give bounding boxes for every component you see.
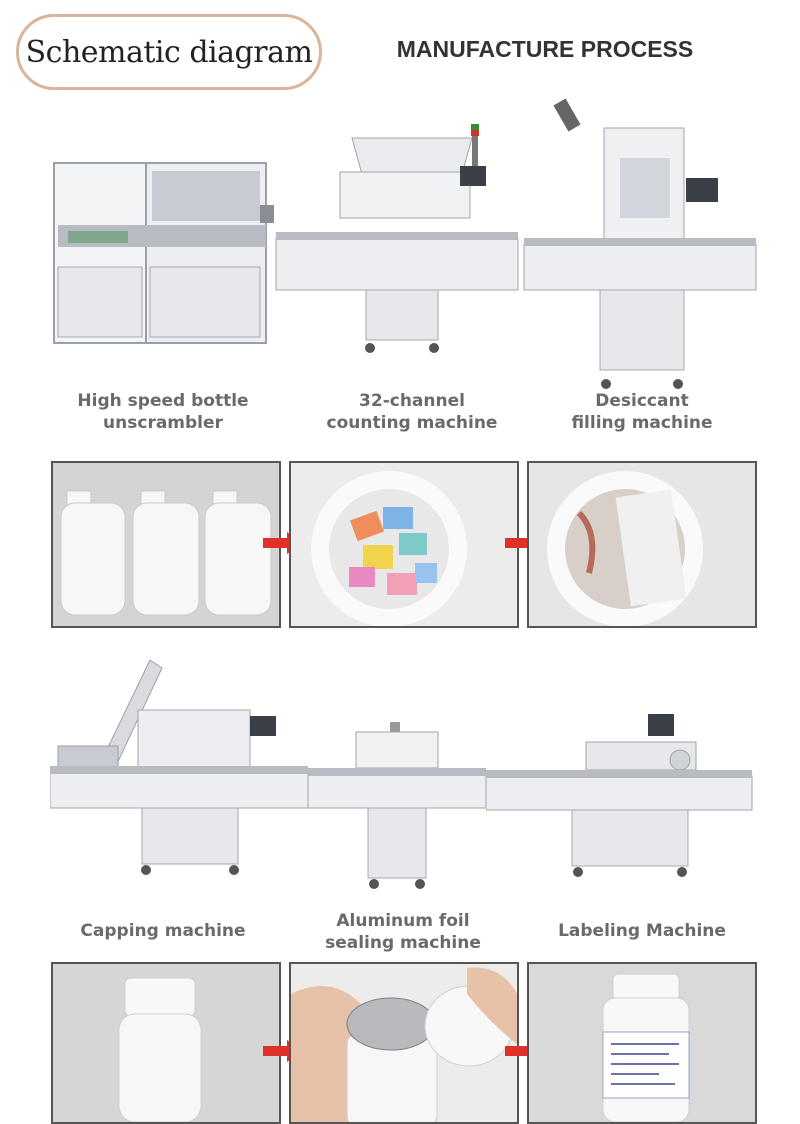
- label-foil-sealing: Aluminum foil sealing machine: [293, 910, 513, 954]
- label-labeling-machine: Labeling Machine: [532, 920, 752, 942]
- label-capping-machine: Capping machine: [53, 920, 273, 942]
- capped-bottle-photo: [51, 962, 281, 1124]
- labeled-bottle-photo: [527, 962, 757, 1124]
- label-counting-machine: 32-channel counting machine: [302, 390, 522, 434]
- page-title: MANUFACTURE PROCESS: [396, 36, 694, 62]
- bottle-with-desiccant-photo: [527, 461, 757, 628]
- diagram-badge: Schematic diagram: [16, 14, 322, 90]
- empty-bottles-photo: [51, 461, 281, 628]
- label-bottle-unscrambler: High speed bottle unscrambler: [53, 390, 273, 434]
- badge-text: Schematic diagram: [25, 34, 313, 70]
- label-desiccant-filling: Desiccant filling machine: [532, 390, 752, 434]
- desiccant-filling-machine-image: [523, 98, 757, 389]
- label-line: High speed bottle: [77, 391, 249, 411]
- label-line: unscrambler: [103, 413, 223, 433]
- label-line: 32-channel: [359, 391, 465, 411]
- label-line: sealing machine: [325, 933, 481, 953]
- labeling-machine-image: [486, 714, 753, 877]
- label-line: Desiccant: [595, 391, 689, 411]
- bottle-unscrambler-image: [53, 162, 274, 344]
- counting-machine-image: [275, 124, 519, 353]
- foil-sealing-machine-image: [307, 722, 487, 889]
- capping-machine-image: [50, 660, 309, 875]
- label-line: Aluminum foil: [336, 911, 470, 931]
- label-line: Labeling Machine: [558, 921, 726, 941]
- label-line: Capping machine: [80, 921, 246, 941]
- bottle-with-candies-photo: [289, 461, 519, 628]
- label-line: counting machine: [326, 413, 498, 433]
- foil-sealed-bottle-photo: [289, 962, 519, 1124]
- label-line: filling machine: [571, 413, 713, 433]
